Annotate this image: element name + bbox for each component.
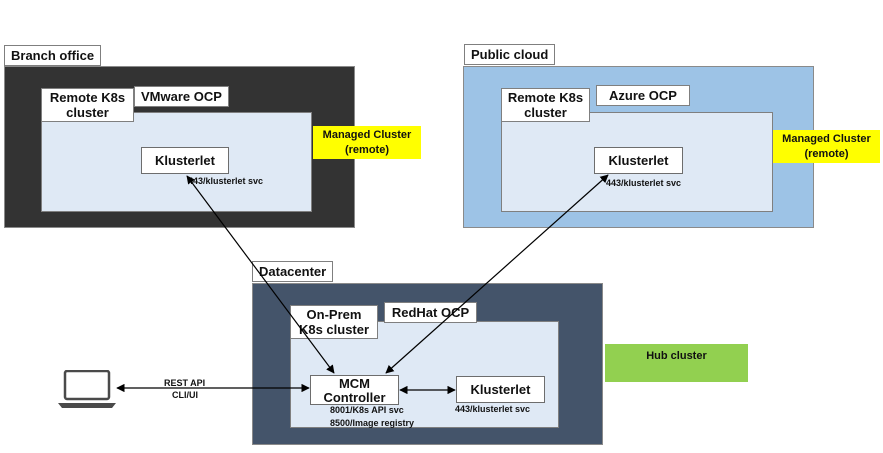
client-link-label-cli: CLI/UI bbox=[172, 390, 198, 400]
controller-port-api: 8001/K8s API svc bbox=[330, 405, 404, 415]
branch-platform-label: VMware OCP bbox=[134, 86, 229, 107]
branch-klusterlet: Klusterlet bbox=[141, 147, 229, 174]
branch-controller-connector bbox=[186, 175, 335, 374]
datacenter-klusterlet: Klusterlet bbox=[456, 376, 545, 403]
laptop-icon bbox=[57, 369, 117, 410]
public-cloud-title: Public cloud bbox=[464, 44, 556, 65]
cloud-platform-label: Azure OCP bbox=[596, 85, 690, 106]
cloud-managed-cluster-label: Managed Cluster (remote) bbox=[773, 130, 880, 163]
cloud-cluster-label: Remote K8s cluster bbox=[501, 88, 590, 122]
cloud-controller-connector bbox=[385, 174, 609, 374]
branch-managed-cluster-label: Managed Cluster (remote) bbox=[313, 126, 421, 159]
cloud-klusterlet-port: 443/klusterlet svc bbox=[606, 178, 682, 188]
mcm-controller: MCM Controller bbox=[310, 375, 399, 405]
controller-port-registry: 8500/Image registry bbox=[330, 418, 415, 428]
client-link-label-api: REST API bbox=[164, 378, 206, 388]
datacenter-klusterlet-port: 443/klusterlet svc bbox=[455, 404, 531, 414]
cloud-klusterlet: Klusterlet bbox=[594, 147, 683, 174]
hub-cluster-label: Hub cluster bbox=[605, 344, 748, 382]
branch-office-title: Branch office bbox=[4, 45, 102, 66]
branch-cluster-label: Remote K8s cluster bbox=[41, 88, 134, 122]
